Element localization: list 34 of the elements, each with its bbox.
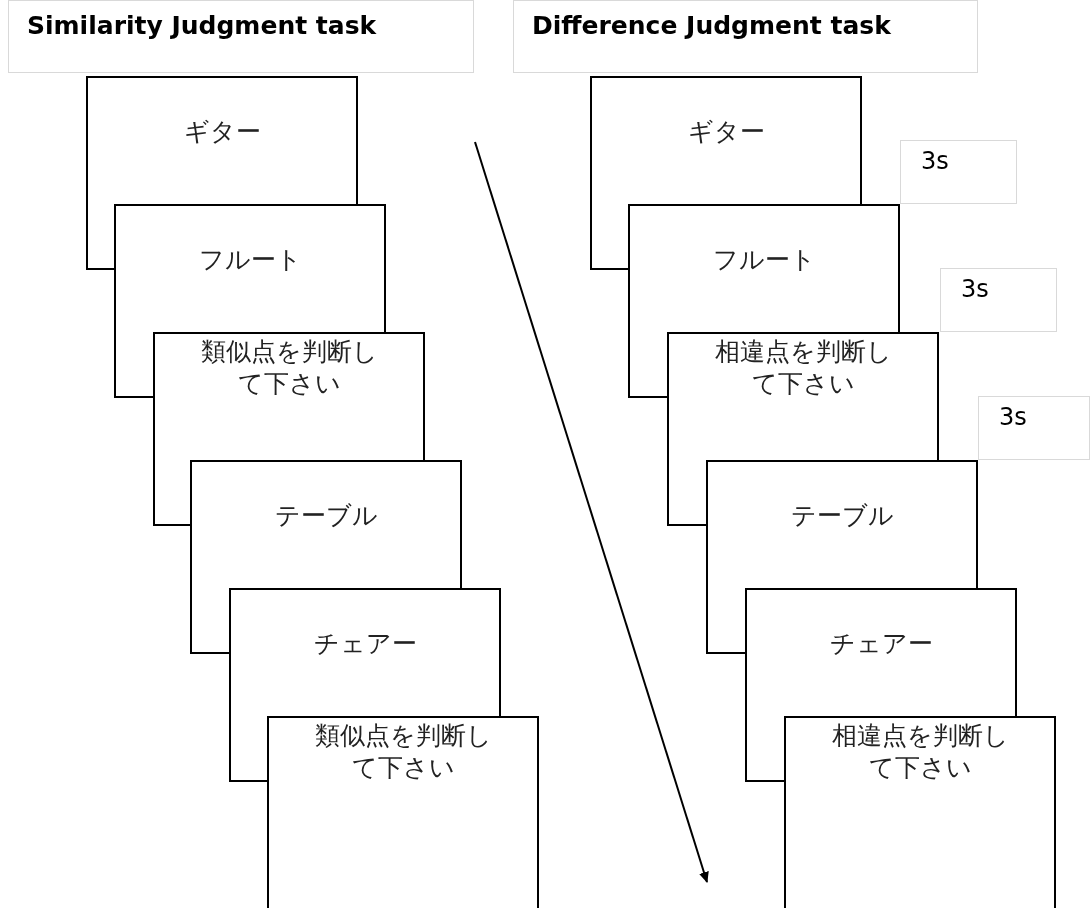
duration-box: [900, 140, 1017, 204]
card-text: 類似点を判断して下さい: [199, 336, 379, 400]
duration-label: 3s: [921, 147, 949, 175]
task-heading-box: [8, 0, 474, 73]
task-heading-box: [513, 0, 978, 73]
stimulus-card: [229, 588, 501, 716]
duration-label: 3s: [999, 403, 1027, 431]
card-text: チェアー: [312, 628, 418, 660]
stimulus-card: [706, 460, 978, 588]
card-text: 相違点を判断して下さい: [830, 720, 1010, 784]
card-text: テーブル: [273, 500, 379, 532]
task-title: Difference Judgment task: [532, 11, 891, 40]
task-title: Similarity Judgment task: [27, 11, 377, 40]
card-text: ギター: [686, 116, 766, 148]
duration-label: 3s: [961, 275, 989, 303]
card-text: ギター: [182, 116, 262, 148]
stimulus-card: [114, 204, 386, 332]
card-text: フルート: [197, 244, 303, 276]
stimulus-card: [86, 76, 358, 204]
stimulus-card: [267, 716, 539, 908]
stimulus-card: [628, 204, 900, 332]
stimulus-card: [784, 716, 1056, 908]
stimulus-card: [190, 460, 462, 588]
stimulus-card: [745, 588, 1017, 716]
stimulus-card: [667, 332, 939, 460]
stimulus-card: [153, 332, 425, 460]
card-text: 相違点を判断して下さい: [713, 336, 893, 400]
duration-box: [940, 268, 1057, 332]
stimulus-card: [590, 76, 862, 204]
card-text: 類似点を判断して下さい: [313, 720, 493, 784]
duration-box: [978, 396, 1090, 460]
card-text: テーブル: [789, 500, 895, 532]
card-text: フルート: [711, 244, 817, 276]
card-text: チェアー: [828, 628, 934, 660]
